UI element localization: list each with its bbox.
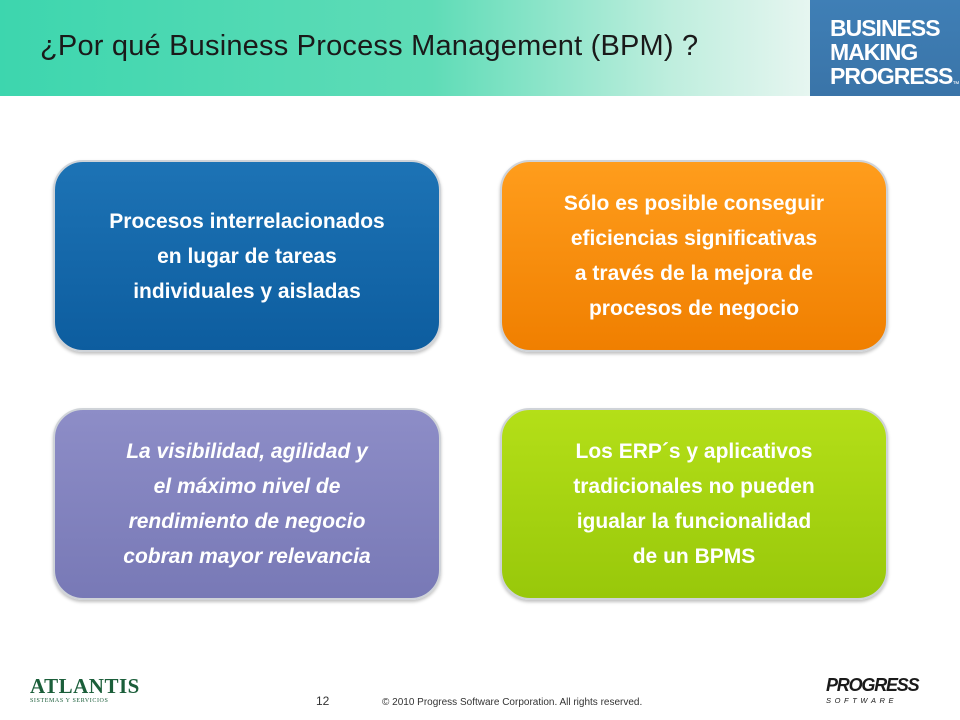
atlantis-logo-name: ATLANTIS: [30, 674, 140, 698]
card-erp-text: Los ERP´s y aplicativos tradicionales no…: [573, 440, 815, 568]
brand-tm: ™: [952, 81, 959, 88]
header-bar: ¿Por qué Business Process Management (BP…: [0, 0, 960, 96]
progress-logo-name: PROGRESS: [826, 675, 920, 695]
progress-software-logo: PROGRESS SOFTWARE: [826, 676, 936, 705]
copyright-text: © 2010 Progress Software Corporation. Al…: [382, 697, 643, 708]
atlantis-logo: ATLANTIS SISTEMAS Y SERVICIOS: [30, 674, 140, 705]
card-processes: Procesos interrelacionados en lugar de t…: [53, 160, 441, 352]
card-erp: Los ERP´s y aplicativos tradicionales no…: [500, 408, 888, 600]
slide-title: ¿Por qué Business Process Management (BP…: [40, 30, 699, 62]
progress-logo-sub: SOFTWARE: [826, 696, 898, 705]
brand-line-3: PROGRESS™: [830, 63, 959, 89]
card-efficiencies-text: Sólo es posible conseguir eficiencias si…: [563, 192, 825, 320]
card-visibility: La visibilidad, agilidad y el máximo niv…: [53, 408, 441, 600]
brand-line-1: BUSINESS: [830, 15, 941, 41]
brand-line-3-text: PROGRESS: [830, 63, 953, 89]
card-visibility-text: La visibilidad, agilidad y el máximo niv…: [123, 440, 371, 568]
card-efficiencies: Sólo es posible conseguir eficiencias si…: [500, 160, 888, 352]
brand-line-2: MAKING: [830, 39, 918, 65]
card-processes-text: Procesos interrelacionados en lugar de t…: [109, 209, 385, 303]
page-number: 12: [316, 694, 330, 708]
business-making-progress-logo: BUSINESS MAKING PROGRESS™: [810, 0, 960, 96]
atlantis-logo-sub: SISTEMAS Y SERVICIOS: [30, 698, 109, 704]
